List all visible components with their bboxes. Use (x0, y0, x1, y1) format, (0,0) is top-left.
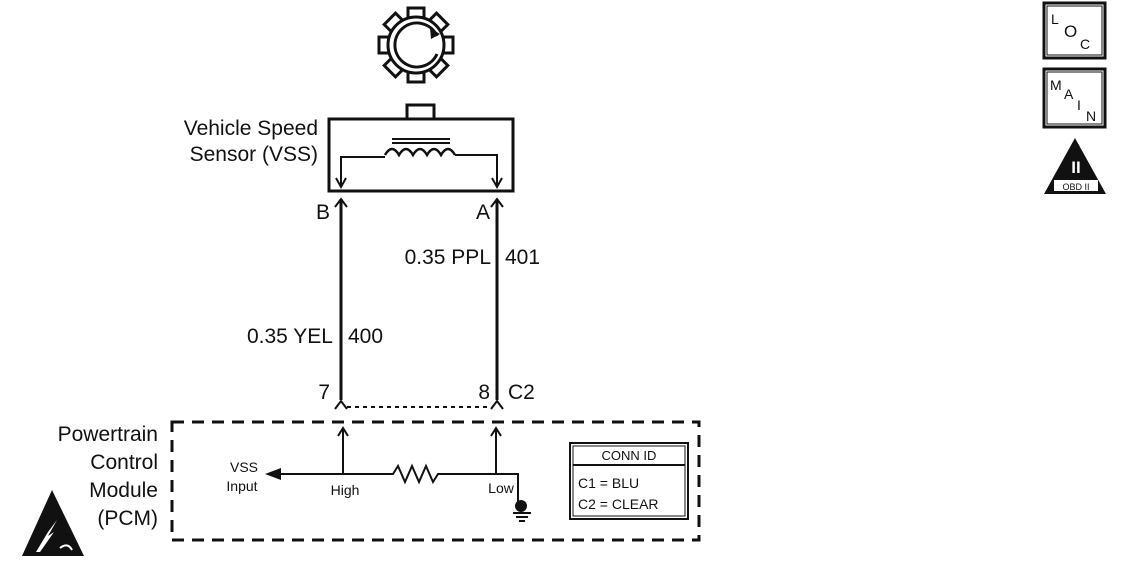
main-icon-letter-m: M (1050, 77, 1062, 93)
conn-id-row-c2: C2 = CLEAR (578, 496, 659, 512)
high-label: High (331, 482, 360, 498)
conn-id-title: CONN ID (602, 448, 657, 463)
low-label: Low (488, 480, 515, 496)
pcm-label-line3: Module (89, 479, 158, 502)
pcm-connector-pins (334, 399, 504, 410)
main-icon[interactable]: M A I N (1042, 67, 1107, 129)
pcm-label-line1: Powertrain (58, 423, 158, 446)
pcm-pin-7-label: 7 (318, 381, 330, 404)
obd-ii-icon[interactable]: II OBD II (1044, 138, 1106, 194)
pcm-internal-circuit (265, 426, 519, 498)
obd-ii-label: OBD II (1062, 182, 1089, 192)
conn-id-row-c1: C1 = BLU (578, 475, 639, 491)
vss-sensor-body (327, 103, 515, 193)
pcm-pin-8-label: 8 (478, 381, 490, 404)
main-icon-letter-a: A (1064, 86, 1074, 102)
pin-a-label: A (476, 201, 490, 224)
wire-400-circuit: 400 (348, 325, 383, 348)
main-icon-letter-i: I (1077, 97, 1081, 113)
sensor-label-line1: Vehicle Speed (184, 117, 318, 140)
pcm-label-line4: (PCM) (97, 507, 158, 530)
pcm-label-line2: Control (90, 451, 158, 474)
pin-b-label: B (316, 201, 330, 224)
wire-401-circuit: 401 (505, 246, 540, 269)
loc-icon-letter-l: L (1051, 11, 1059, 27)
obd-ii-numeral: II (1071, 158, 1080, 177)
vss-input-label-line2: Input (226, 478, 257, 494)
esd-warning-icon (22, 490, 84, 556)
ground-icon (513, 498, 531, 522)
conn-id-table (569, 442, 689, 520)
sensor-label-line2: Sensor (VSS) (190, 143, 318, 166)
wire-401-size-color: 0.35 PPL (405, 246, 491, 269)
pcm-module-box (170, 420, 701, 542)
loc-icon-letter-o: O (1064, 22, 1077, 41)
loc-icon-letter-c: C (1080, 36, 1090, 52)
wire-400-size-color: 0.35 YEL (247, 325, 333, 348)
connector-c2-label: C2 (508, 381, 535, 404)
reluctor-wheel-icon (377, 6, 455, 84)
main-icon-letter-n: N (1086, 108, 1096, 124)
loc-icon[interactable]: L O C (1042, 1, 1107, 60)
vss-input-label-line1: VSS (230, 459, 258, 475)
